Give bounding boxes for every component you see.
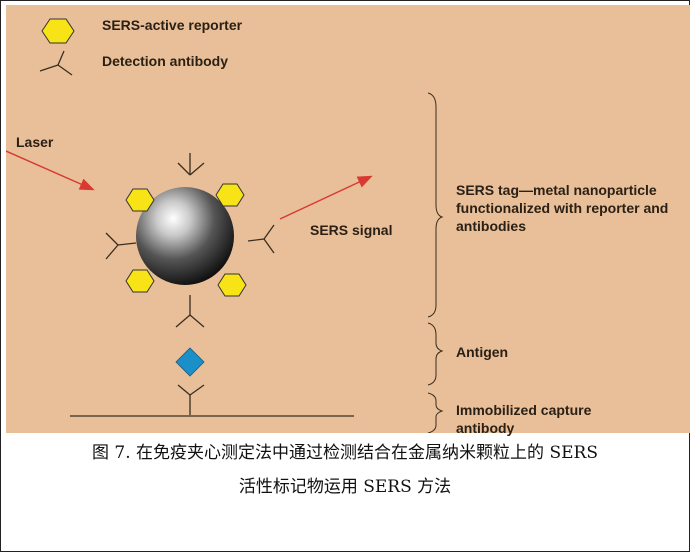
braces xyxy=(427,92,444,433)
sers-tag-label: SERS tag—metal nanoparticle functionaliz… xyxy=(456,182,669,234)
legend-antibody-icon xyxy=(39,50,73,76)
figure-caption: 图 7. 在免疫夹心测定法中通过检测结合在金属纳米颗粒上的 SERS 活性标记物… xyxy=(0,436,690,504)
sers-signal-arrow xyxy=(279,175,373,220)
legend-hexagon-icon xyxy=(41,18,75,44)
capture-antibody-label: Immobilized capture antibody xyxy=(456,402,592,436)
caption-line-1: 图 7. 在免疫夹心测定法中通过检测结合在金属纳米颗粒上的 SERS xyxy=(92,443,598,463)
legend-reporter-label: SERS-active reporter xyxy=(102,17,243,33)
legend-antibody-label: Detection antibody xyxy=(102,53,229,69)
laser-arrow xyxy=(6,150,95,191)
sers-signal-label: SERS signal xyxy=(310,222,393,238)
caption-line-2: 活性标记物运用 SERS 方法 xyxy=(238,477,452,497)
detection-antibodies xyxy=(105,153,275,328)
reporter-hexagons xyxy=(125,183,247,297)
sers-diagram: SERS-active reporter Detection antibody … xyxy=(6,5,690,436)
antigen-diamond-icon xyxy=(175,347,205,377)
laser-label: Laser xyxy=(16,134,54,150)
diagram-graphics xyxy=(6,18,444,433)
nanoparticle-sphere-icon xyxy=(136,187,234,285)
antigen-label: Antigen xyxy=(456,344,509,360)
capture-antibody-icon xyxy=(177,384,205,415)
